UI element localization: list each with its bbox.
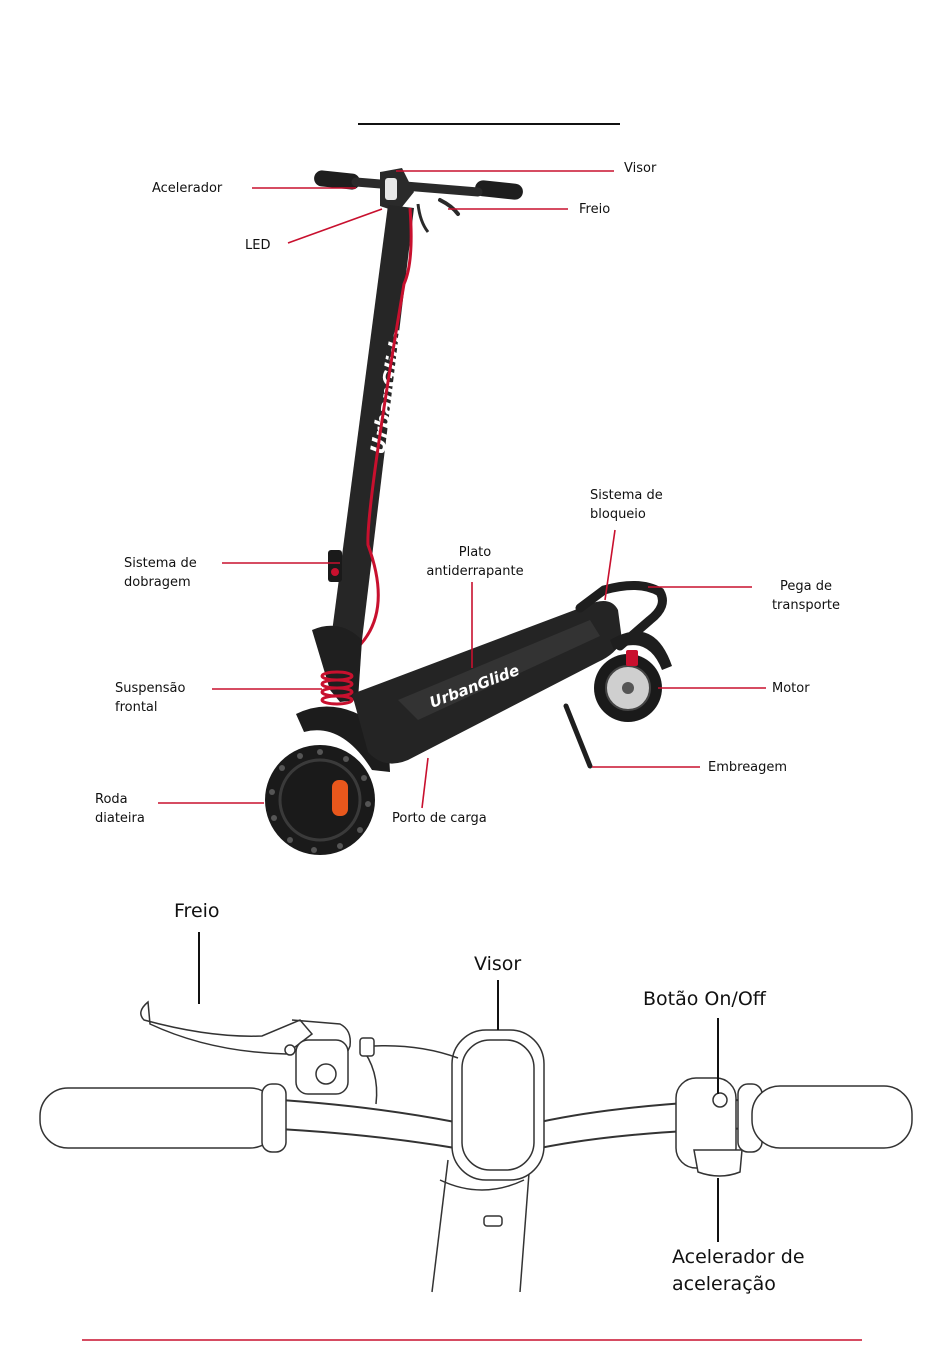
- folding-latch: [328, 550, 342, 582]
- hb-label-botao: Botão On/Off: [643, 986, 766, 1013]
- hb-label-acelerador: Acelerador de aceleração: [672, 1244, 805, 1298]
- label-sistema-dobragem: Sistema de dobragem: [124, 554, 197, 592]
- front-reflector: [332, 780, 348, 816]
- brake-button-circle: [316, 1064, 336, 1084]
- label-motor: Motor: [772, 679, 810, 698]
- label-embreagem: Embreagem: [708, 758, 787, 777]
- left-grip-outline: [40, 1088, 278, 1148]
- label-acelerador: Acelerador: [152, 179, 222, 198]
- hb-label-acelerador-line1: Acelerador de: [672, 1244, 805, 1271]
- label-plato-line2: antiderrapante: [420, 562, 530, 581]
- label-suspensao-line2: frontal: [115, 698, 185, 717]
- label-suspensao-line1: Suspensão: [115, 679, 185, 698]
- label-pega-line2: transporte: [762, 596, 850, 615]
- label-led: LED: [245, 236, 270, 255]
- label-roda-line1: Roda: [95, 790, 145, 809]
- hb-label-acelerador-line2: aceleração: [672, 1271, 805, 1298]
- right-grip-outline: [752, 1086, 912, 1148]
- front-fork: [312, 626, 362, 702]
- brake-pivot: [285, 1045, 295, 1055]
- label-suspensao: Suspensão frontal: [115, 679, 185, 717]
- throttle-paddle: [694, 1150, 742, 1176]
- hb-label-visor: Visor: [474, 951, 521, 978]
- label-sistema-bloqueio-line1: Sistema de: [590, 486, 663, 505]
- label-plato: Plato antiderrapante: [420, 543, 530, 581]
- left-grip-collar: [262, 1084, 286, 1152]
- kickstand: [566, 706, 590, 766]
- rear-caliper: [626, 650, 638, 666]
- rear-hub: [622, 682, 634, 694]
- label-pega-transporte: Pega de transporte: [762, 577, 850, 615]
- label-plato-line1: Plato: [420, 543, 530, 562]
- label-sistema-dobragem-line2: dobragem: [124, 573, 197, 592]
- display-screen: [385, 178, 397, 200]
- label-sistema-bloqueio: Sistema de bloqueio: [590, 486, 663, 524]
- label-pega-line1: Pega de: [762, 577, 850, 596]
- lever-cable: [418, 204, 428, 232]
- label-freio: Freio: [579, 200, 610, 219]
- label-sistema-dobragem-line1: Sistema de: [124, 554, 197, 573]
- label-porto-carga: Porto de carga: [392, 809, 487, 828]
- cable-clamp: [360, 1038, 374, 1056]
- label-roda-diateira: Roda diateira: [95, 790, 145, 828]
- hb-label-freio: Freio: [174, 898, 220, 925]
- label-sistema-bloqueio-line2: bloqueio: [590, 505, 663, 524]
- label-roda-line2: diateira: [95, 809, 145, 828]
- latch-accent: [331, 568, 339, 576]
- label-visor: Visor: [624, 159, 656, 178]
- handlebar: [356, 182, 478, 192]
- display-screen-outline: [462, 1040, 534, 1170]
- power-button: [713, 1093, 727, 1107]
- brake-lever: [440, 200, 458, 214]
- stem-clip: [484, 1216, 502, 1226]
